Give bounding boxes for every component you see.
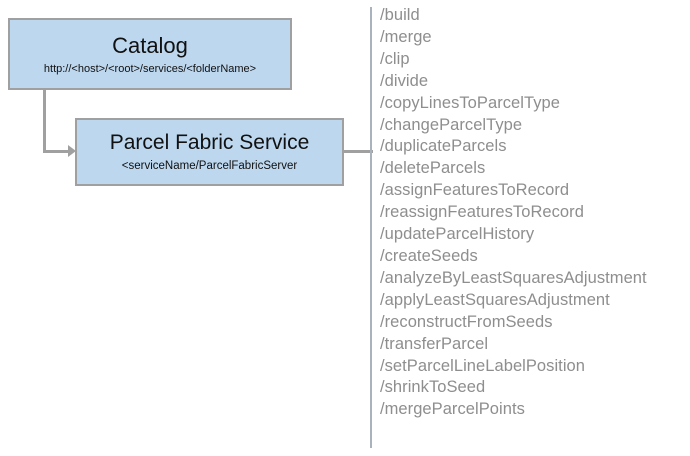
operation-item: /updateParcelHistory — [380, 225, 535, 244]
operation-item: /applyLeastSquaresAdjustment — [380, 290, 610, 309]
arrowhead-icon — [68, 145, 76, 157]
parcel-fabric-service-node: Parcel Fabric Service <serviceName/Parce… — [75, 118, 344, 186]
operation-item: /copyLinesToParcelType — [380, 93, 560, 112]
operation-item: /merge — [380, 27, 432, 46]
operation-item: /clip — [380, 49, 410, 68]
operation-item: /duplicateParcels — [380, 137, 507, 156]
operation-item: /transferParcel — [380, 334, 489, 353]
connector-catalog-to-service-vertical — [43, 90, 46, 153]
operation-item: /assignFeaturesToRecord — [380, 181, 570, 200]
connector-service-to-operations — [344, 150, 373, 153]
operation-item: /reconstructFromSeeds — [380, 312, 553, 331]
operation-item: /divide — [380, 71, 429, 90]
catalog-node-title: Catalog — [112, 33, 188, 58]
operation-item: /reassignFeaturesToRecord — [380, 203, 584, 222]
parcel-fabric-service-path: <serviceName/ParcelFabricServer — [121, 160, 298, 172]
operation-item: /analyzeByLeastSquaresAdjustment — [380, 268, 647, 287]
operations-list: /build /merge /clip /divide /copyLinesTo… — [380, 5, 686, 421]
operation-item: /build — [380, 6, 420, 24]
operation-item: /mergeParcelPoints — [380, 400, 525, 419]
operation-item: /deleteParcels — [380, 159, 486, 178]
operation-item: /shrinkToSeed — [380, 378, 486, 397]
operations-list-rule — [370, 7, 372, 448]
catalog-node: Catalog http://<host>/<root>/services/<f… — [8, 18, 292, 90]
operation-item: /changeParcelType — [380, 115, 523, 134]
parcel-fabric-service-title: Parcel Fabric Service — [109, 131, 310, 154]
operation-item: /createSeeds — [380, 246, 478, 265]
connector-catalog-to-service-horizontal — [43, 150, 70, 153]
operation-item: /setParcelLineLabelPosition — [380, 356, 585, 375]
catalog-node-url: http://<host>/<root>/services/<folderNam… — [43, 63, 257, 75]
